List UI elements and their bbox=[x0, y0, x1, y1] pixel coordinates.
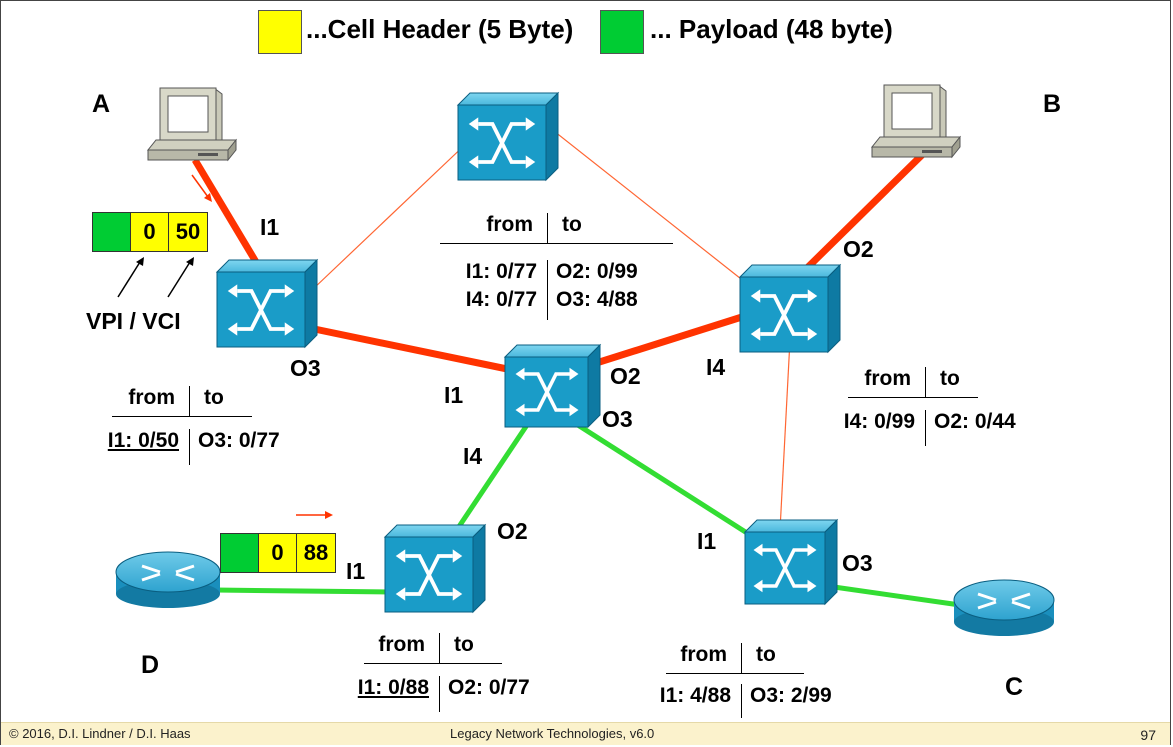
computer-a bbox=[146, 87, 238, 162]
switch-table-right: from to I4: 0/99 O2: 0/44 bbox=[818, 367, 1041, 446]
cell-vpi: 0 bbox=[259, 534, 297, 572]
switch-table-bottom-right: from to I1: 4/88 O3: 2/99 bbox=[632, 643, 862, 718]
switch-top bbox=[456, 91, 560, 182]
cell-payload bbox=[93, 213, 131, 251]
port-label: I4 bbox=[463, 443, 483, 469]
legend-payload-swatch bbox=[600, 10, 644, 54]
atm-cell-a: 0 50 bbox=[92, 212, 208, 252]
vpi-vci-label: VPI / VCI bbox=[86, 308, 181, 334]
atm-cell-d: 0 88 bbox=[220, 533, 336, 573]
port-label: I1 bbox=[697, 528, 717, 554]
green-links bbox=[214, 417, 961, 608]
switch-bottom-left bbox=[383, 523, 487, 614]
port-label: I1 bbox=[444, 382, 464, 408]
node-label-d: D bbox=[141, 651, 160, 679]
table-cell: I1: 0/77 bbox=[440, 260, 548, 288]
direction-arrows bbox=[117, 174, 333, 519]
table-header: from to bbox=[848, 367, 978, 398]
node-label-b: B bbox=[1043, 90, 1062, 118]
table-cell: O3: 0/77 bbox=[198, 429, 280, 452]
port-label: O3 bbox=[842, 550, 873, 576]
table-header-from: from bbox=[440, 213, 548, 243]
table-header-from: from bbox=[364, 633, 440, 663]
node-label-a: A bbox=[92, 90, 111, 118]
port-label: O2 bbox=[843, 236, 874, 262]
table-header-to: to bbox=[454, 633, 474, 656]
table-cell: I1: 0/50 bbox=[80, 429, 190, 465]
port-label: I1 bbox=[346, 558, 366, 584]
footer-copyright: © 2016, D.I. Lindner / D.I. Haas bbox=[9, 726, 191, 741]
table-header: from to bbox=[440, 213, 673, 244]
table-header-from: from bbox=[848, 367, 926, 397]
table-row: I1: 0/77 O2: 0/99 bbox=[440, 244, 673, 288]
thin-links bbox=[311, 119, 791, 531]
legend-header-swatch bbox=[258, 10, 302, 54]
switch-bottom-right bbox=[743, 518, 839, 606]
table-cell: O3: 4/88 bbox=[556, 288, 638, 311]
table-header-from: from bbox=[666, 643, 742, 673]
switch-center bbox=[503, 343, 602, 429]
port-label: I4 bbox=[706, 354, 726, 380]
table-cell: I1: 4/88 bbox=[632, 684, 742, 718]
table-header-to: to bbox=[204, 386, 224, 409]
table-cell: O2: 0/44 bbox=[934, 410, 1016, 433]
table-cell: O3: 2/99 bbox=[750, 684, 832, 707]
table-header-to: to bbox=[562, 213, 582, 236]
port-label: O2 bbox=[497, 518, 528, 544]
switch-table-center: from to I1: 0/77 O2: 0/99 I4: 0/77 O3: 4… bbox=[440, 213, 673, 320]
cell-vci: 88 bbox=[297, 534, 335, 572]
port-label: I1 bbox=[260, 214, 280, 240]
cell-vci: 50 bbox=[169, 213, 207, 251]
table-header: from to bbox=[364, 633, 502, 664]
table-header: from to bbox=[666, 643, 804, 674]
table-cell: I4: 0/77 bbox=[440, 288, 548, 320]
port-label: O3 bbox=[602, 406, 633, 432]
table-header: from to bbox=[112, 386, 252, 417]
table-row: I1: 4/88 O3: 2/99 bbox=[632, 674, 862, 718]
table-header-from: from bbox=[112, 386, 190, 416]
slide-footer: © 2016, D.I. Lindner / D.I. Haas Legacy … bbox=[1, 722, 1170, 745]
table-row: I4: 0/77 O3: 4/88 bbox=[440, 288, 673, 320]
cell-payload bbox=[221, 534, 259, 572]
router-c bbox=[953, 579, 1055, 636]
table-row: I1: 0/88 O2: 0/77 bbox=[330, 664, 560, 712]
router-d bbox=[115, 551, 221, 608]
legend-header-text: ...Cell Header (5 Byte) bbox=[306, 14, 574, 44]
switch-a-side bbox=[215, 258, 319, 349]
table-row: I1: 0/50 O3: 0/77 bbox=[80, 417, 305, 465]
cell-vpi: 0 bbox=[131, 213, 169, 251]
switch-right bbox=[738, 263, 842, 354]
table-cell: O2: 0/77 bbox=[448, 676, 530, 699]
computer-b bbox=[870, 84, 962, 159]
switch-table-left: from to I1: 0/50 O3: 0/77 bbox=[80, 386, 305, 465]
table-cell: I1: 0/88 bbox=[330, 676, 440, 712]
legend-payload-text: ... Payload (48 byte) bbox=[650, 14, 893, 44]
switch-table-bottom-left: from to I1: 0/88 O2: 0/77 bbox=[330, 633, 560, 712]
table-header-to: to bbox=[940, 367, 960, 390]
table-header-to: to bbox=[756, 643, 776, 666]
port-label: O2 bbox=[610, 363, 641, 389]
table-cell: O2: 0/99 bbox=[556, 260, 638, 283]
port-label: O3 bbox=[290, 355, 321, 381]
active-path-links bbox=[191, 149, 928, 374]
table-cell: I4: 0/99 bbox=[818, 410, 926, 446]
table-row: I4: 0/99 O2: 0/44 bbox=[818, 398, 1041, 446]
footer-page-number: 97 bbox=[1140, 727, 1156, 743]
footer-course: Legacy Network Technologies, v6.0 bbox=[450, 726, 655, 741]
node-label-c: C bbox=[1005, 673, 1024, 701]
